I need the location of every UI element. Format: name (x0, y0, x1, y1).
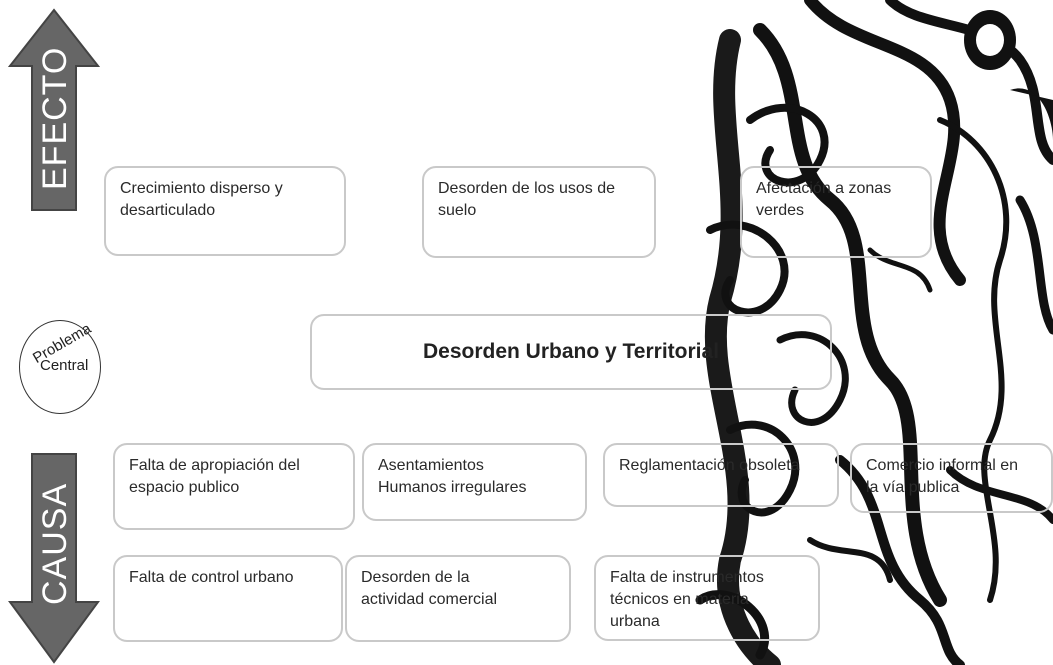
central-problem: Desorden Urbano y Territorial (310, 314, 832, 390)
problem-central-tag: Problema Central (19, 320, 101, 414)
effect-text: Afectación a zonas (756, 180, 892, 197)
effect-text: Crecimiento disperso y (120, 180, 283, 197)
effect-label: EFECTO (36, 46, 74, 190)
cause-text: urbana (610, 613, 660, 630)
cause-text: Desorden de la (361, 569, 470, 586)
cause-arrow (8, 453, 100, 664)
cause-text: técnicos en materia (610, 591, 749, 608)
cause-text: Comercio informal en (866, 457, 1019, 474)
cause-box: Falta de apropiación del espacio publico (113, 443, 355, 530)
cause-text: Asentamientos (378, 457, 484, 474)
cause-box: Comercio informal en la vía publica (850, 443, 1053, 513)
effect-text: verdes (756, 202, 805, 219)
effect-arrow (8, 8, 100, 211)
effect-text: Desorden de los usos de (438, 180, 615, 197)
effect-box: Crecimiento disperso y desarticulado (104, 166, 346, 256)
effect-box: Desorden de los usos de suelo (422, 166, 656, 258)
effect-text: suelo (438, 202, 477, 219)
cause-box: Desorden de la actividad comercial (345, 555, 571, 642)
cause-text: la vía publica (866, 479, 960, 496)
effect-text: desarticulado (120, 202, 216, 219)
cause-box: Reglamentación obsoleta (603, 443, 839, 507)
effect-box: Afectación a zonas verdes (740, 166, 932, 258)
cause-box: Asentamientos Humanos irregulares (362, 443, 587, 521)
cause-box: Falta de instrumentos técnicos en materi… (594, 555, 820, 641)
cause-text: Falta de apropiación del (129, 457, 300, 474)
cause-text: Humanos irregulares (378, 479, 527, 496)
cause-text: Falta de instrumentos (610, 569, 764, 586)
cause-text: actividad comercial (361, 591, 498, 608)
cause-text: Reglamentación obsoleta (619, 457, 800, 474)
cause-text: espacio publico (129, 479, 240, 496)
problem-tag-line2: Central (40, 357, 89, 374)
cause-text: Falta de control urbano (129, 569, 294, 586)
cause-label: CAUSA (36, 482, 74, 605)
cause-box: Falta de control urbano (113, 555, 343, 642)
